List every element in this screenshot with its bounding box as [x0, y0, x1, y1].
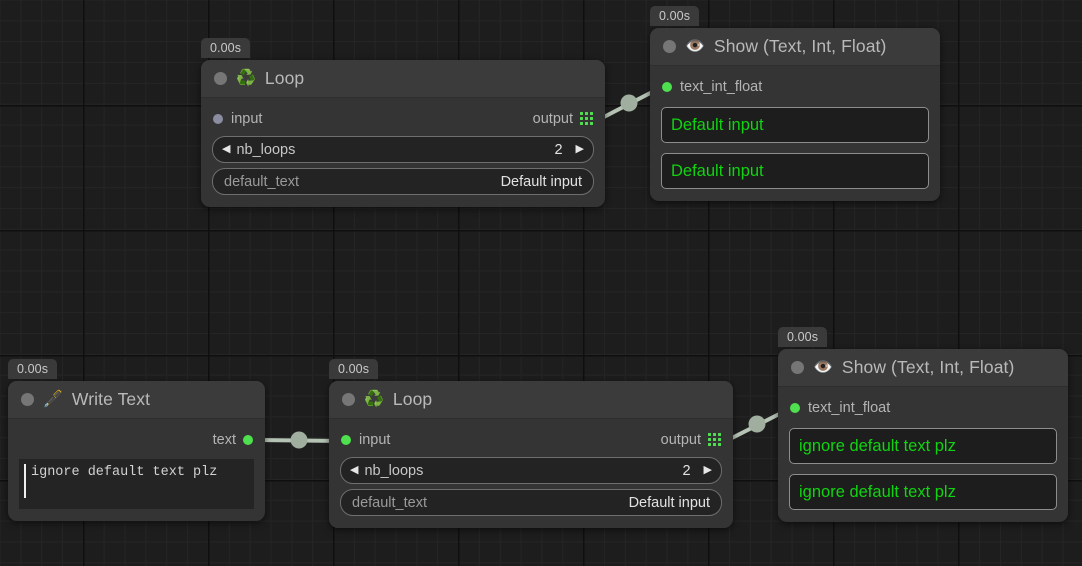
field-value: Default input — [500, 173, 582, 190]
stepper-decrement-icon[interactable]: ◀ — [350, 464, 359, 476]
node-body: input output ◀ nb_loops 2 ▶ default_text… — [329, 419, 733, 528]
input-port-dot[interactable] — [790, 402, 800, 413]
text-input-textarea[interactable]: ignore default text plz — [19, 459, 254, 509]
node-title: Loop — [264, 68, 305, 88]
node-timer-badge: 0.00s — [201, 38, 251, 58]
list-grid-port-icon[interactable] — [708, 433, 721, 446]
field-label: nb_loops — [236, 141, 296, 158]
eye-icon: 👁️ — [685, 37, 705, 55]
node-write-text-1[interactable]: 0.00s 🖋️ Write Text text ignore default … — [8, 359, 265, 521]
node-status-dot[interactable] — [214, 72, 227, 85]
output-port-dot[interactable] — [243, 434, 253, 445]
node-ports-row: input output — [341, 429, 721, 450]
output-value-box: ignore default text plz — [789, 428, 1057, 464]
field-label: default_text — [224, 173, 299, 190]
node-show-2[interactable]: 0.00s 👁️ Show (Text, Int, Float) text_in… — [778, 327, 1068, 522]
eye-icon: 👁️ — [813, 358, 833, 376]
output-port-text[interactable]: text — [213, 432, 253, 448]
output-port-label: output — [532, 110, 573, 127]
output-value-box: Default input — [661, 107, 929, 143]
node-body: input output ◀ nb_loops 2 ▶ default_text… — [201, 98, 605, 207]
input-port-text-int-float[interactable]: text_int_float — [662, 79, 762, 95]
textarea-value: ignore default text plz — [31, 465, 218, 480]
input-port-label: input — [231, 110, 263, 127]
node-title: Show (Text, Int, Float) — [841, 357, 1015, 377]
output-port-label: text — [212, 431, 236, 448]
node-header[interactable]: 🖋️ Write Text — [8, 381, 265, 419]
input-port-dot[interactable] — [213, 113, 223, 124]
list-grid-port-icon[interactable] — [580, 112, 593, 125]
output-value-box: ignore default text plz — [789, 474, 1057, 510]
node-header[interactable]: 👁️ Show (Text, Int, Float) — [650, 28, 940, 66]
input-port-label: text_int_float — [680, 78, 763, 95]
output-value-box: Default input — [661, 153, 929, 189]
node-timer-badge: 0.00s — [8, 359, 58, 379]
stepper-decrement-icon[interactable]: ◀ — [222, 143, 231, 155]
node-body: text_int_float ignore default text plz i… — [778, 387, 1068, 522]
node-title: Show (Text, Int, Float) — [713, 36, 887, 56]
node-header[interactable]: 👁️ Show (Text, Int, Float) — [778, 349, 1068, 387]
node-status-dot[interactable] — [21, 393, 34, 406]
input-port-input[interactable]: input — [213, 111, 262, 127]
field-value: Default input — [628, 494, 710, 511]
input-port-label: input — [359, 431, 391, 448]
node-timer-badge: 0.00s — [778, 327, 828, 347]
node-timer-badge: 0.00s — [329, 359, 379, 379]
text-caret — [24, 464, 26, 498]
node-header[interactable]: ♻️ Loop — [329, 381, 733, 419]
input-port-dot[interactable] — [662, 81, 672, 92]
recycle-icon: ♻️ — [364, 390, 384, 408]
field-nb-loops-stepper[interactable]: ◀ nb_loops 2 ▶ — [212, 136, 594, 163]
node-status-dot[interactable] — [663, 40, 676, 53]
field-label: default_text — [352, 494, 427, 511]
node-ports-row: text_int_float — [662, 76, 928, 97]
node-title: Write Text — [71, 389, 151, 409]
node-title: Loop — [392, 389, 433, 409]
node-loop-2[interactable]: 0.00s ♻️ Loop input output ◀ nb_loops 2 — [329, 359, 733, 528]
output-port-output[interactable]: output — [661, 432, 721, 448]
node-status-dot[interactable] — [342, 393, 355, 406]
stepper-increment-icon[interactable]: ▶ — [575, 143, 584, 155]
field-label: nb_loops — [364, 462, 424, 479]
input-port-label: text_int_float — [808, 399, 891, 416]
input-port-input[interactable]: input — [341, 432, 390, 448]
node-body: text_int_float Default input Default inp… — [650, 66, 940, 201]
node-show-1[interactable]: 0.00s 👁️ Show (Text, Int, Float) text_in… — [650, 6, 940, 201]
field-value: 2 — [554, 141, 563, 158]
stepper-increment-icon[interactable]: ▶ — [703, 464, 712, 476]
pen-icon: 🖋️ — [43, 390, 63, 408]
recycle-icon: ♻️ — [236, 69, 256, 87]
node-ports-row: text_int_float — [790, 397, 1056, 418]
output-port-label: output — [660, 431, 701, 448]
field-nb-loops-stepper[interactable]: ◀ nb_loops 2 ▶ — [340, 457, 722, 484]
field-value: 2 — [682, 462, 691, 479]
input-port-text-int-float[interactable]: text_int_float — [790, 400, 890, 416]
input-port-dot[interactable] — [341, 434, 351, 445]
node-timer-badge: 0.00s — [650, 6, 700, 26]
field-default-text[interactable]: default_text Default input — [212, 168, 594, 195]
node-status-dot[interactable] — [791, 361, 804, 374]
node-loop-1[interactable]: 0.00s ♻️ Loop input output ◀ nb_loops 2 — [201, 38, 605, 207]
node-ports-row: text — [20, 429, 253, 450]
output-port-output[interactable]: output — [533, 111, 593, 127]
node-header[interactable]: ♻️ Loop — [201, 60, 605, 98]
field-default-text[interactable]: default_text Default input — [340, 489, 722, 516]
node-ports-row: input output — [213, 108, 593, 129]
node-body: text ignore default text plz — [8, 419, 265, 521]
